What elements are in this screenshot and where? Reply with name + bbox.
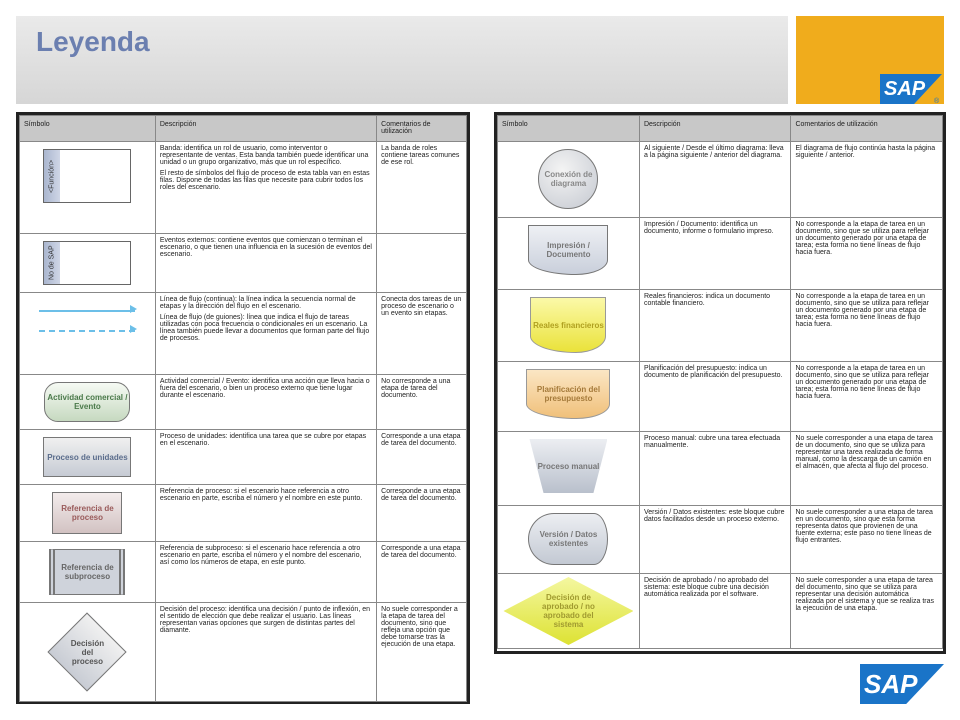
diagram-connector-symbol: Conexión de diagrama xyxy=(538,149,599,209)
comment-cell xyxy=(376,233,467,293)
title-bar: Leyenda xyxy=(16,16,788,104)
comment-cell: No corresponde a la etapa de tarea en un… xyxy=(790,217,943,290)
description-cell: Decisión del proceso: identifica una dec… xyxy=(154,602,378,702)
comment-cell: El diagrama de flujo continúa hasta la p… xyxy=(790,141,943,218)
description-cell: Planificación del presupuesto: indica un… xyxy=(638,361,792,432)
external-event-symbol: No de SAP xyxy=(43,241,132,285)
table-row: Proceso de unidades Proceso de unidades:… xyxy=(19,429,467,485)
comment-cell: No corresponde a la etapa de tarea en un… xyxy=(790,361,943,432)
table-row: Versión / Datos existentes Versión / Dat… xyxy=(497,505,943,574)
comment-cell: No suele corresponder a una etapa de tar… xyxy=(790,431,943,506)
solid-flow-arrow-icon xyxy=(39,305,138,313)
manual-process-symbol: Proceso manual xyxy=(529,439,608,493)
unit-process-symbol: Proceso de unidades xyxy=(43,437,132,477)
print-document-symbol: Impresión / Documento xyxy=(528,225,609,275)
symbol-cell: Versión / Datos existentes xyxy=(497,505,640,574)
comment-cell: Corresponde a una etapa de tarea del doc… xyxy=(376,484,467,542)
description-cell: Reales financieros: indica un documento … xyxy=(638,289,792,362)
table-row: Decisión de aprobado / no aprobado del s… xyxy=(497,573,943,649)
col-header-comments: Comentarios de utilización xyxy=(376,115,467,142)
table-row: Actividad comercial / Evento Actividad c… xyxy=(19,374,467,430)
description-cell: Al siguiente / Desde el último diagrama:… xyxy=(638,141,792,218)
col-header-symbol: Símbolo xyxy=(19,115,156,142)
role-lane-symbol: <Función> xyxy=(43,149,132,203)
table-row: Proceso manual Proceso manual: cubre una… xyxy=(497,431,943,506)
comment-cell: No suele corresponder a una etapa de tar… xyxy=(790,505,943,574)
right-table: Símbolo Descripción Comentarios de utili… xyxy=(497,115,943,649)
process-decision-symbol: Decisión del proceso xyxy=(47,612,128,692)
system-decision-label: Decisión de aprobado / no aprobado del s… xyxy=(542,593,595,629)
symbol-cell: Proceso de unidades xyxy=(19,429,156,485)
description-cell: Proceso manual: cubre una tarea efectuad… xyxy=(638,431,792,506)
table-row: Reales financieros Reales financieros: i… xyxy=(497,289,943,362)
process-reference-symbol: Referencia de proceso xyxy=(52,492,123,534)
comment-cell: Corresponde a una etapa de tarea del doc… xyxy=(376,541,467,603)
symbol-cell: No de SAP xyxy=(19,233,156,293)
existing-data-symbol: Versión / Datos existentes xyxy=(528,513,609,565)
table-row: Impresión / Documento Impresión / Docume… xyxy=(497,217,943,290)
description-cell: Proceso de unidades: identifica una tare… xyxy=(154,429,378,485)
comment-cell: No corresponde a la etapa de tarea en un… xyxy=(790,289,943,362)
description-cell: Banda: identifica un rol de usuario, com… xyxy=(154,141,378,234)
description-cell: Referencia de subproceso: si el escenari… xyxy=(154,541,378,603)
business-activity-symbol: Actividad comercial / Evento xyxy=(44,382,131,422)
description-cell: Impresión / Documento: identifica un doc… xyxy=(638,217,792,290)
symbol-cell: Decisión de aprobado / no aprobado del s… xyxy=(497,573,640,649)
budget-planning-symbol: Planificación del presupuesto xyxy=(526,369,611,419)
symbol-cell: Impresión / Documento xyxy=(497,217,640,290)
description-cell: Línea de flujo (continua): la línea indi… xyxy=(154,292,378,375)
decision-label: Decisión del proceso xyxy=(70,638,105,666)
left-legend-table: Símbolo Descripción Comentarios de utili… xyxy=(16,112,470,704)
right-legend-table: Símbolo Descripción Comentarios de utili… xyxy=(494,112,946,654)
table-row: Línea de flujo (continua): la línea indi… xyxy=(19,292,467,375)
dashed-flow-arrow-icon xyxy=(39,325,138,333)
table-row: Referencia de proceso Referencia de proc… xyxy=(19,484,467,542)
symbol-cell: Proceso manual xyxy=(497,431,640,506)
col-header-description: Descripción xyxy=(154,115,378,142)
table-row: Decisión del proceso Decisión del proces… xyxy=(19,602,467,702)
table-row: No de SAP Eventos externos: contiene eve… xyxy=(19,233,467,293)
sap-logo-bottom: SAP xyxy=(860,664,944,704)
page-title: Leyenda xyxy=(36,26,150,57)
description-cell: Decisión de aprobado / no aprobado del s… xyxy=(638,573,792,649)
symbol-cell: Decisión del proceso xyxy=(19,602,156,702)
symbol-cell xyxy=(19,292,156,375)
comment-cell: Corresponde a una etapa de tarea del doc… xyxy=(376,429,467,485)
symbol-cell: Conexión de diagrama xyxy=(497,141,640,218)
col-header-symbol: Símbolo xyxy=(497,115,640,142)
symbol-cell: Referencia de proceso xyxy=(19,484,156,542)
comment-cell: No suele corresponder a una etapa de tar… xyxy=(790,573,943,649)
col-header-comments: Comentarios de utilización xyxy=(790,115,943,142)
comment-cell: Conecta dos tareas de un proceso de esce… xyxy=(376,292,467,375)
symbol-cell: Reales financieros xyxy=(497,289,640,362)
registered-mark: ® xyxy=(934,98,940,105)
financial-actuals-symbol: Reales financieros xyxy=(530,297,607,353)
left-table: Símbolo Descripción Comentarios de utili… xyxy=(19,115,467,702)
symbol-cell: <Función> xyxy=(19,141,156,234)
table-row: Referencia de subproceso Referencia de s… xyxy=(19,541,467,603)
description-cell: Actividad comercial / Evento: identifica… xyxy=(154,374,378,430)
comment-cell: No corresponde a una etapa de tarea del … xyxy=(376,374,467,430)
table-row: <Función> Banda: identifica un rol de us… xyxy=(19,141,467,234)
symbol-cell: Planificación del presupuesto xyxy=(497,361,640,432)
col-header-description: Descripción xyxy=(638,115,792,142)
comment-cell: La banda de roles contiene tareas comune… xyxy=(376,141,467,234)
symbol-cell: Referencia de subproceso xyxy=(19,541,156,603)
table-row: Conexión de diagrama Al siguiente / Desd… xyxy=(497,141,943,218)
symbol-cell: Actividad comercial / Evento xyxy=(19,374,156,430)
subprocess-reference-symbol: Referencia de subproceso xyxy=(49,549,126,595)
table-row: Planificación del presupuesto Planificac… xyxy=(497,361,943,432)
system-decision-symbol: Decisión de aprobado / no aprobado del s… xyxy=(503,577,634,645)
description-cell: Versión / Datos existentes: este bloque … xyxy=(638,505,792,574)
description-cell: Eventos externos: contiene eventos que c… xyxy=(154,233,378,293)
comment-cell: No suele corresponder a la etapa de tare… xyxy=(376,602,467,702)
description-cell: Referencia de proceso: si el escenario h… xyxy=(154,484,378,542)
